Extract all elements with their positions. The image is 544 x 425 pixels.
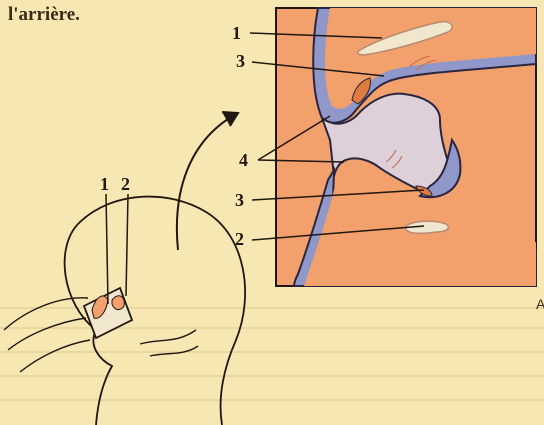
label-detail-3-lower: 3 xyxy=(235,190,244,210)
detail-panel xyxy=(250,8,536,286)
head-detail-box xyxy=(84,194,132,338)
curved-arrow xyxy=(177,112,238,250)
edge-letter: A xyxy=(536,296,544,312)
label-head-1: 1 xyxy=(100,174,109,194)
label-detail-3-upper: 3 xyxy=(236,51,245,71)
background-lines xyxy=(0,308,544,400)
label-head-2: 2 xyxy=(121,174,130,194)
label-detail-1: 1 xyxy=(232,23,241,43)
label-detail-4: 4 xyxy=(239,150,248,170)
